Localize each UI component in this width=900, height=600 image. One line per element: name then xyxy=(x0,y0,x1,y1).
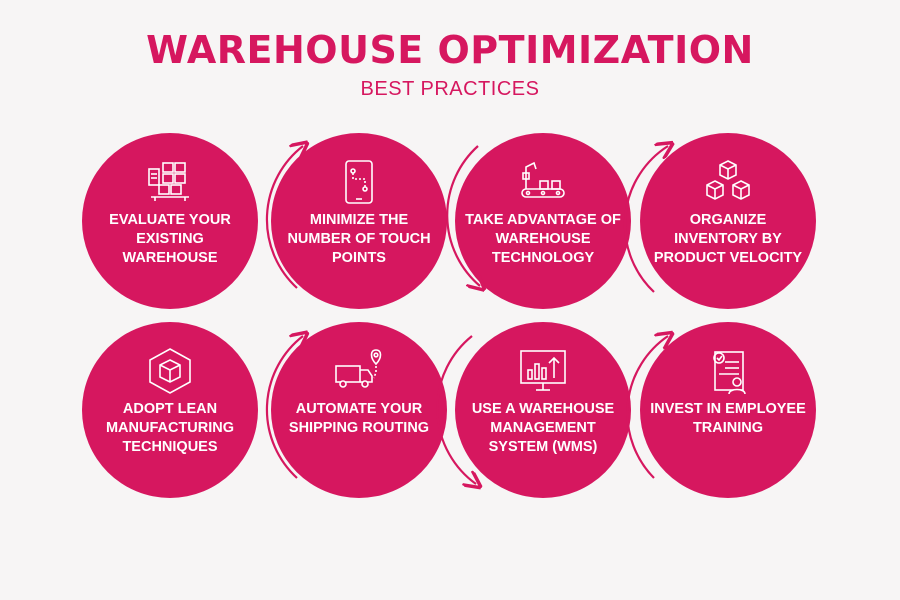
step-card-touch-points: MINIMIZE THE NUMBER OF TOUCH POINTS xyxy=(271,133,447,309)
hexagon-box-icon xyxy=(149,348,191,394)
step-card-shipping: AUTOMATE YOUR SHIPPING ROUTING xyxy=(271,322,447,498)
step-label: MINIMIZE THE NUMBER OF TOUCH POINTS xyxy=(287,212,431,266)
page-subtitle: BEST PRACTICES xyxy=(360,78,540,100)
document-worker-icon xyxy=(713,351,746,394)
step-card-evaluate: EVALUATE YOUR EXISTING WAREHOUSE xyxy=(82,133,258,309)
step-card-lean: ADOPT LEAN MANUFACTURING TECHNIQUES xyxy=(82,322,258,498)
tablet-route-icon xyxy=(345,160,373,204)
boxes-clipboard-icon xyxy=(148,162,189,201)
step-label: EVALUATE YOUR EXISTING WAREHOUSE xyxy=(109,212,231,266)
step-label: TAKE ADVANTAGE OF WAREHOUSE TECHNOLOGY xyxy=(465,212,621,266)
delivery-truck-location-icon xyxy=(335,349,382,388)
step-card-wms: USE A WAREHOUSE MANAGEMENT SYSTEM (WMS) xyxy=(455,322,631,498)
step-label: ORGANIZE INVENTORY BY PRODUCT VELOCITY xyxy=(653,212,803,266)
step-card-velocity: ORGANIZE INVENTORY BY PRODUCT VELOCITY xyxy=(640,133,816,309)
monitor-chart-icon xyxy=(520,350,566,391)
step-card-technology: TAKE ADVANTAGE OF WAREHOUSE TECHNOLOGY xyxy=(455,133,631,309)
step-label: USE A WAREHOUSE MANAGEMENT SYSTEM (WMS) xyxy=(471,401,615,455)
step-card-training: INVEST IN EMPLOYEE TRAINING xyxy=(640,322,816,498)
step-label: AUTOMATE YOUR SHIPPING ROUTING xyxy=(288,401,430,436)
step-label: ADOPT LEAN MANUFACTURING TECHNIQUES xyxy=(105,401,235,455)
conveyor-robot-arm-icon xyxy=(521,161,565,198)
page-title: WAREHOUSE OPTIMIZATION xyxy=(146,28,754,72)
stacked-cubes-icon xyxy=(706,160,750,200)
step-label: INVEST IN EMPLOYEE TRAINING xyxy=(650,401,806,436)
